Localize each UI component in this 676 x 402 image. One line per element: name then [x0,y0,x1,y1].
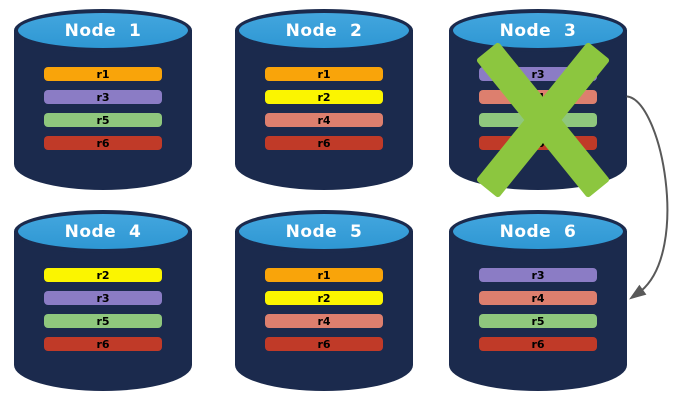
record-label: r2 [317,291,331,305]
node-6-cylinder: Node 6 r3 r4 r5 r6 [449,210,627,391]
node-title: Node 3 [499,21,577,41]
record-label: r3 [96,90,110,104]
record-bar: r6 [44,337,162,351]
node-3-cylinder: Node 3 r3 r4 r5 r6 [449,9,627,199]
record-bar: r3 [44,90,162,104]
cylinder-body [449,231,627,391]
cylinder-body [235,30,413,190]
record-label: r1 [317,67,331,81]
record-bar: r1 [265,268,383,282]
record-label: r5 [531,314,545,328]
record-bar: r6 [265,337,383,351]
node-title: Node 5 [285,222,363,242]
cylinder-top: Node 3 [449,9,627,52]
record-bar: r4 [265,113,383,127]
record-list: r3 r4 r5 r6 [479,268,597,351]
record-label: r6 [96,136,110,150]
record-bar: r1 [44,67,162,81]
record-bar: r2 [44,268,162,282]
cylinder-body [235,231,413,391]
record-label: r6 [317,337,331,351]
record-list: r1 r2 r4 r6 [265,67,383,150]
failure-x-icon [475,41,611,199]
record-bar: r2 [265,90,383,104]
record-label: r1 [96,67,110,81]
node-title: Node 1 [64,21,142,41]
record-label: r5 [96,113,110,127]
record-label: r3 [96,291,110,305]
record-bar: r3 [479,268,597,282]
cylinder-body [14,231,192,391]
record-label: r6 [96,337,110,351]
record-label: r3 [531,67,545,81]
node-2-cylinder: Node 2 r1 r2 r4 r6 [235,9,413,190]
record-bar: r5 [44,113,162,127]
replication-arrow-curve [626,95,669,292]
record-label: r1 [317,268,331,282]
cylinder-top: Node 6 [449,210,627,253]
record-label: r6 [531,337,545,351]
record-bar: r3 [44,291,162,305]
record-label: r4 [317,113,331,127]
record-bar: r4 [265,314,383,328]
record-label: r5 [96,314,110,328]
record-list: r1 r3 r5 r6 [44,67,162,150]
record-bar: r5 [44,314,162,328]
record-bar: r4 [479,291,597,305]
cylinder-top: Node 5 [235,210,413,253]
record-list: r2 r3 r5 r6 [44,268,162,351]
record-bar: r6 [479,337,597,351]
record-label: r3 [531,268,545,282]
cylinder-top: Node 4 [14,210,192,253]
node-title: Node 2 [285,21,363,41]
record-bar: r1 [265,67,383,81]
record-bar: r6 [265,136,383,150]
record-bar: r5 [479,314,597,328]
node-5-cylinder: Node 5 r1 r2 r4 r6 [235,210,413,391]
cylinder-top: Node 2 [235,9,413,52]
record-list: r1 r2 r4 r6 [265,268,383,351]
record-bar: r6 [44,136,162,150]
node-title: Node 4 [64,222,142,242]
cylinder-body [14,30,192,190]
node-title: Node 6 [499,222,577,242]
node-4-cylinder: Node 4 r2 r3 r5 r6 [14,210,192,391]
arrowhead-icon [629,284,647,300]
cylinder-top: Node 1 [14,9,192,52]
record-label: r4 [317,314,331,328]
record-label: r6 [317,136,331,150]
node-1-cylinder: Node 1 r1 r3 r5 r6 [14,9,192,190]
record-label: r2 [96,268,110,282]
record-label: r4 [531,291,545,305]
record-bar: r2 [265,291,383,305]
record-label: r2 [317,90,331,104]
